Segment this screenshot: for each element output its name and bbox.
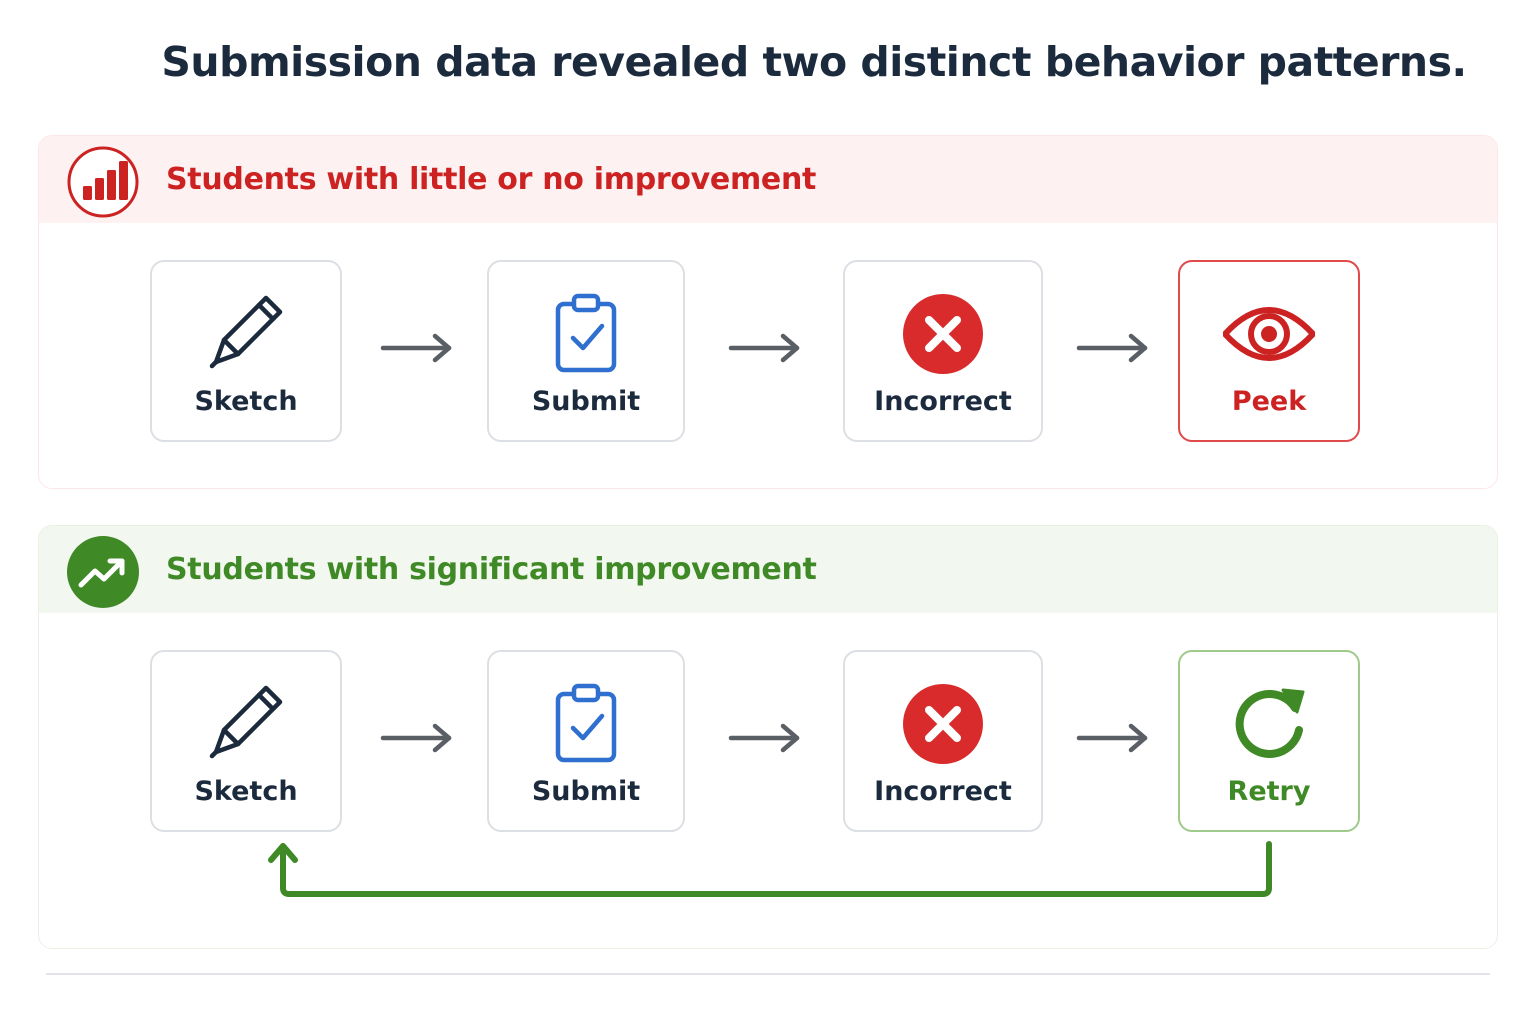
panel-title: Students with significant improvement [166,552,817,587]
step-submit: Submit [487,650,685,832]
step-sketch: Sketch [150,260,342,442]
trending-up-icon [66,535,140,609]
arrow-right-icon [727,722,803,754]
step-label: Sketch [194,386,298,417]
pencil-icon [200,288,292,380]
divider [46,973,1490,975]
arrow-right-icon [379,332,455,364]
refresh-icon [1223,678,1315,770]
clipboard-check-icon [540,678,632,770]
step-incorrect: Incorrect [843,650,1043,832]
bar-chart-icon [66,145,140,219]
panel-significant-improvement: Students with significant improvement Sk… [38,525,1498,949]
panel-header: Students with little or no improvement [39,136,1497,223]
step-label: Incorrect [874,386,1012,417]
eye-icon [1223,288,1315,380]
clipboard-check-icon [540,288,632,380]
step-label: Retry [1227,776,1311,807]
panel-header: Students with significant improvement [39,526,1497,613]
arrow-right-icon [1075,722,1151,754]
panel-no-improvement: Students with little or no improvement S… [38,135,1498,489]
step-label: Sketch [194,776,298,807]
pencil-icon [200,678,292,770]
step-submit: Submit [487,260,685,442]
arrow-right-icon [727,332,803,364]
x-circle-icon [897,678,989,770]
step-label: Submit [531,386,641,417]
step-label: Incorrect [874,776,1012,807]
step-retry: Retry [1178,650,1360,832]
step-label: Submit [531,776,641,807]
page-title: Submission data revealed two distinct be… [161,38,1467,86]
step-peek: Peek [1178,260,1360,442]
x-circle-icon [897,288,989,380]
loop-back-arrow [219,834,1299,904]
step-label: Peek [1231,386,1307,417]
arrow-right-icon [379,722,455,754]
arrow-right-icon [1075,332,1151,364]
step-sketch: Sketch [150,650,342,832]
panel-title: Students with little or no improvement [166,162,817,197]
step-incorrect: Incorrect [843,260,1043,442]
